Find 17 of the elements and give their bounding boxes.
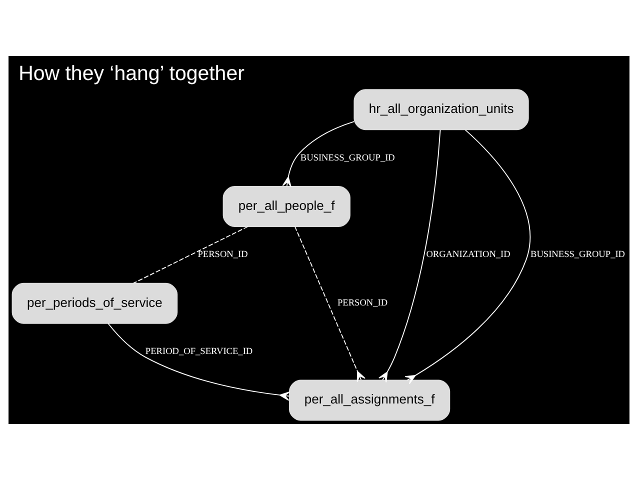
edge-label: PERSON_ID: [198, 250, 248, 260]
connector: [133, 226, 248, 284]
node-box: per_all_assignments_f: [288, 379, 450, 420]
connector: [378, 128, 441, 382]
node-box: hr_all_organization_units: [354, 88, 529, 130]
node-box: per_all_people_f: [222, 185, 350, 226]
edge-label: BUSINESS_GROUP_ID: [530, 250, 626, 260]
connector: [108, 322, 290, 400]
edge-label: BUSINESS_GROUP_ID: [300, 152, 395, 163]
node-box: per_periods_of_service: [12, 282, 178, 324]
connector: [282, 120, 355, 187]
edge-label: PERSON_ID: [338, 298, 388, 308]
connector: [294, 226, 366, 382]
edge-label: PERIOD_OF_SERVICE_ID: [145, 346, 253, 357]
edge-label: ORGANIZATION_ID: [426, 250, 510, 260]
connector: [404, 128, 531, 384]
diagram-title: How they ‘hang’ together: [18, 61, 244, 84]
